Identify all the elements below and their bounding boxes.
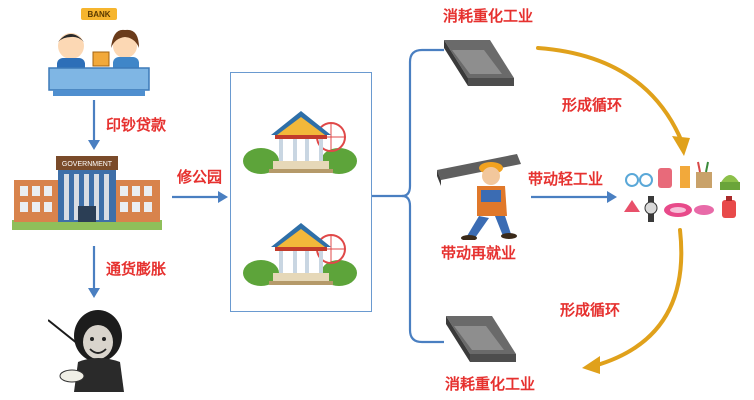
label-inflation: 通货膨胀 (106, 260, 167, 278)
worker-carrying-beam-icon (437, 150, 529, 240)
beggar-meme-icon (48, 302, 130, 394)
branch-brace (372, 40, 446, 352)
park-gazebo-icon (243, 219, 359, 287)
cycle-arrow-top (536, 46, 692, 158)
cycle-arrow-bottom (580, 228, 692, 374)
government-sign-text: GOVERNMENT (62, 161, 113, 168)
park-panel (230, 72, 372, 312)
government-building-icon: GOVERNMENT (12, 152, 162, 230)
arrow-down-2 (87, 246, 101, 298)
bank-counter-icon: BANK (45, 6, 153, 98)
label-form-cycle-top: 形成循环 (562, 96, 623, 114)
label-consume-heavy-bottom: 消耗重化工业 (445, 375, 536, 393)
consumer-goods-icon (622, 160, 750, 232)
park-gazebo-icon (243, 107, 359, 175)
steel-beam-icon (446, 310, 516, 368)
arrow-down-1 (87, 100, 101, 150)
arrow-right-park (172, 191, 228, 203)
label-drive-light-industry: 带动轻工业 (528, 170, 604, 188)
steel-beam-icon (444, 34, 514, 92)
arrow-right-goods (531, 191, 617, 203)
bank-sign-text: BANK (87, 10, 110, 19)
label-consume-heavy-top: 消耗重化工业 (443, 7, 534, 25)
label-form-cycle-bottom: 形成循环 (560, 301, 621, 319)
label-print-loans: 印钞贷款 (106, 116, 167, 134)
label-drive-reemployment: 带动再就业 (441, 244, 517, 262)
label-build-park: 修公园 (177, 168, 223, 186)
